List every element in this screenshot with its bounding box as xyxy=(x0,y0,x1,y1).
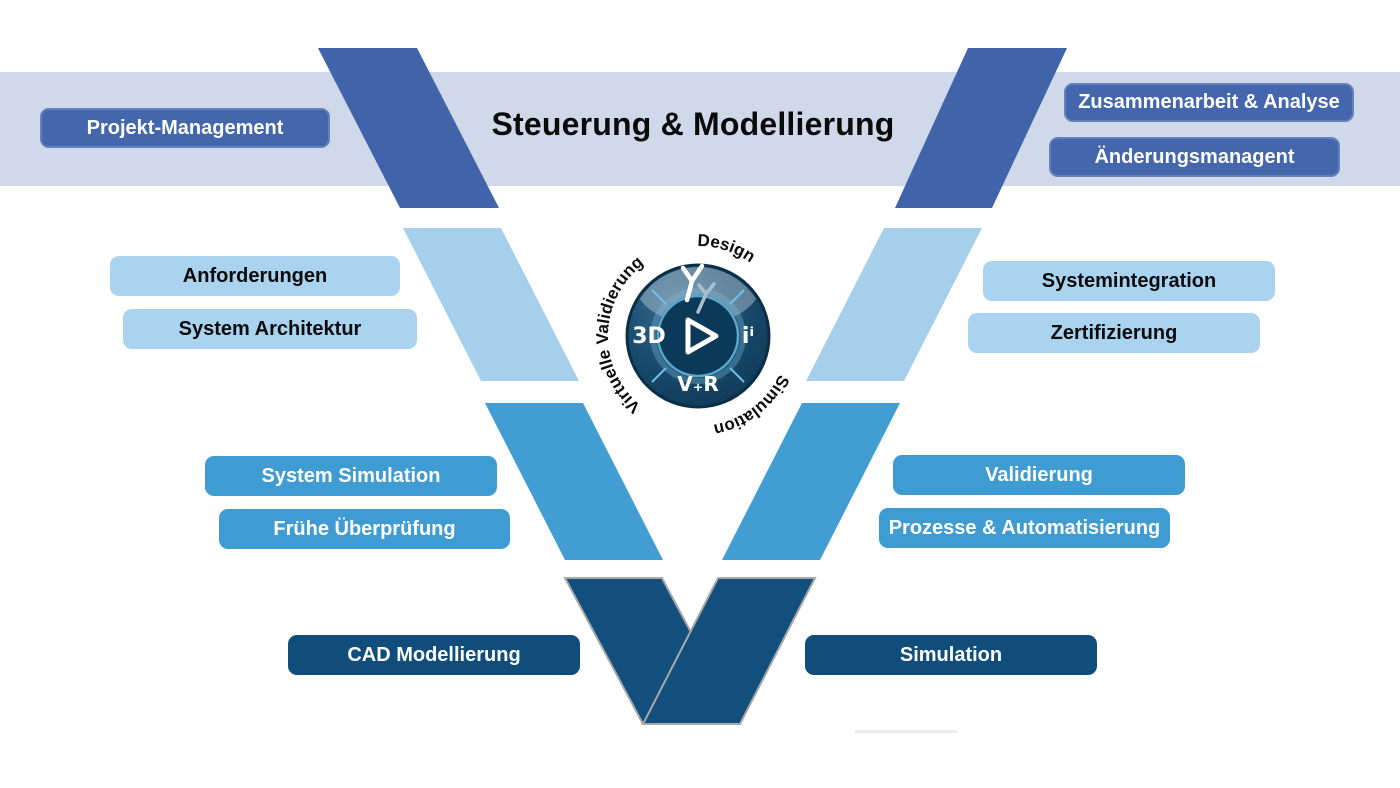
band-right-medium xyxy=(722,403,900,560)
v-left-leg xyxy=(318,48,663,560)
pill-zertifizierung: Zertifizierung xyxy=(968,313,1260,353)
pill-prozesse-automatisierung: Prozesse & Automatisierung xyxy=(879,508,1170,548)
arc-label-design: Design xyxy=(697,231,759,266)
compass-3d-label: 3D xyxy=(632,324,666,349)
pill-system-simulation: System Simulation xyxy=(205,456,497,496)
band-left-light xyxy=(403,228,579,381)
v-tip-right-stroke xyxy=(641,577,817,725)
band-left-medium xyxy=(485,403,663,560)
band-right-dark xyxy=(895,48,1067,208)
pill-systemintegration: Systemintegration xyxy=(983,261,1275,301)
v-right-leg xyxy=(722,48,1067,560)
band-left-dark xyxy=(318,48,499,208)
pill-simulation: Simulation xyxy=(805,635,1097,675)
pill-system-architektur: System Architektur xyxy=(123,309,417,349)
people-icon xyxy=(680,263,716,314)
page-title: Steuerung & Modellierung xyxy=(491,106,895,142)
play-circle xyxy=(656,294,740,378)
play-icon xyxy=(685,317,719,355)
pill-anforderungen: Anforderungen xyxy=(110,256,400,296)
pill-projekt-management: Projekt-Management xyxy=(40,108,330,148)
pill-aenderungsmanagent: Änderungsmanagent xyxy=(1049,137,1340,177)
pill-zusammenarbeit-analyse: Zusammenarbeit & Analyse xyxy=(1064,83,1354,122)
compass-divider-lines xyxy=(651,289,745,383)
compass-vr-label: V₊R xyxy=(677,372,718,396)
pill-validierung: Validierung xyxy=(893,455,1185,495)
v-tip xyxy=(563,577,817,725)
compass-logo: 3D iⁱ V₊R Virtuelle Validierung Design S… xyxy=(593,231,793,440)
play-halo xyxy=(650,288,746,384)
pill-cad-modellierung: CAD Modellierung xyxy=(288,635,580,675)
compass-ii-label: iⁱ xyxy=(742,324,754,349)
band-right-light xyxy=(806,228,982,381)
pill-fruehe-ueberpruefung: Frühe Überprüfung xyxy=(219,509,510,549)
faint-divider-artifact xyxy=(855,730,957,733)
